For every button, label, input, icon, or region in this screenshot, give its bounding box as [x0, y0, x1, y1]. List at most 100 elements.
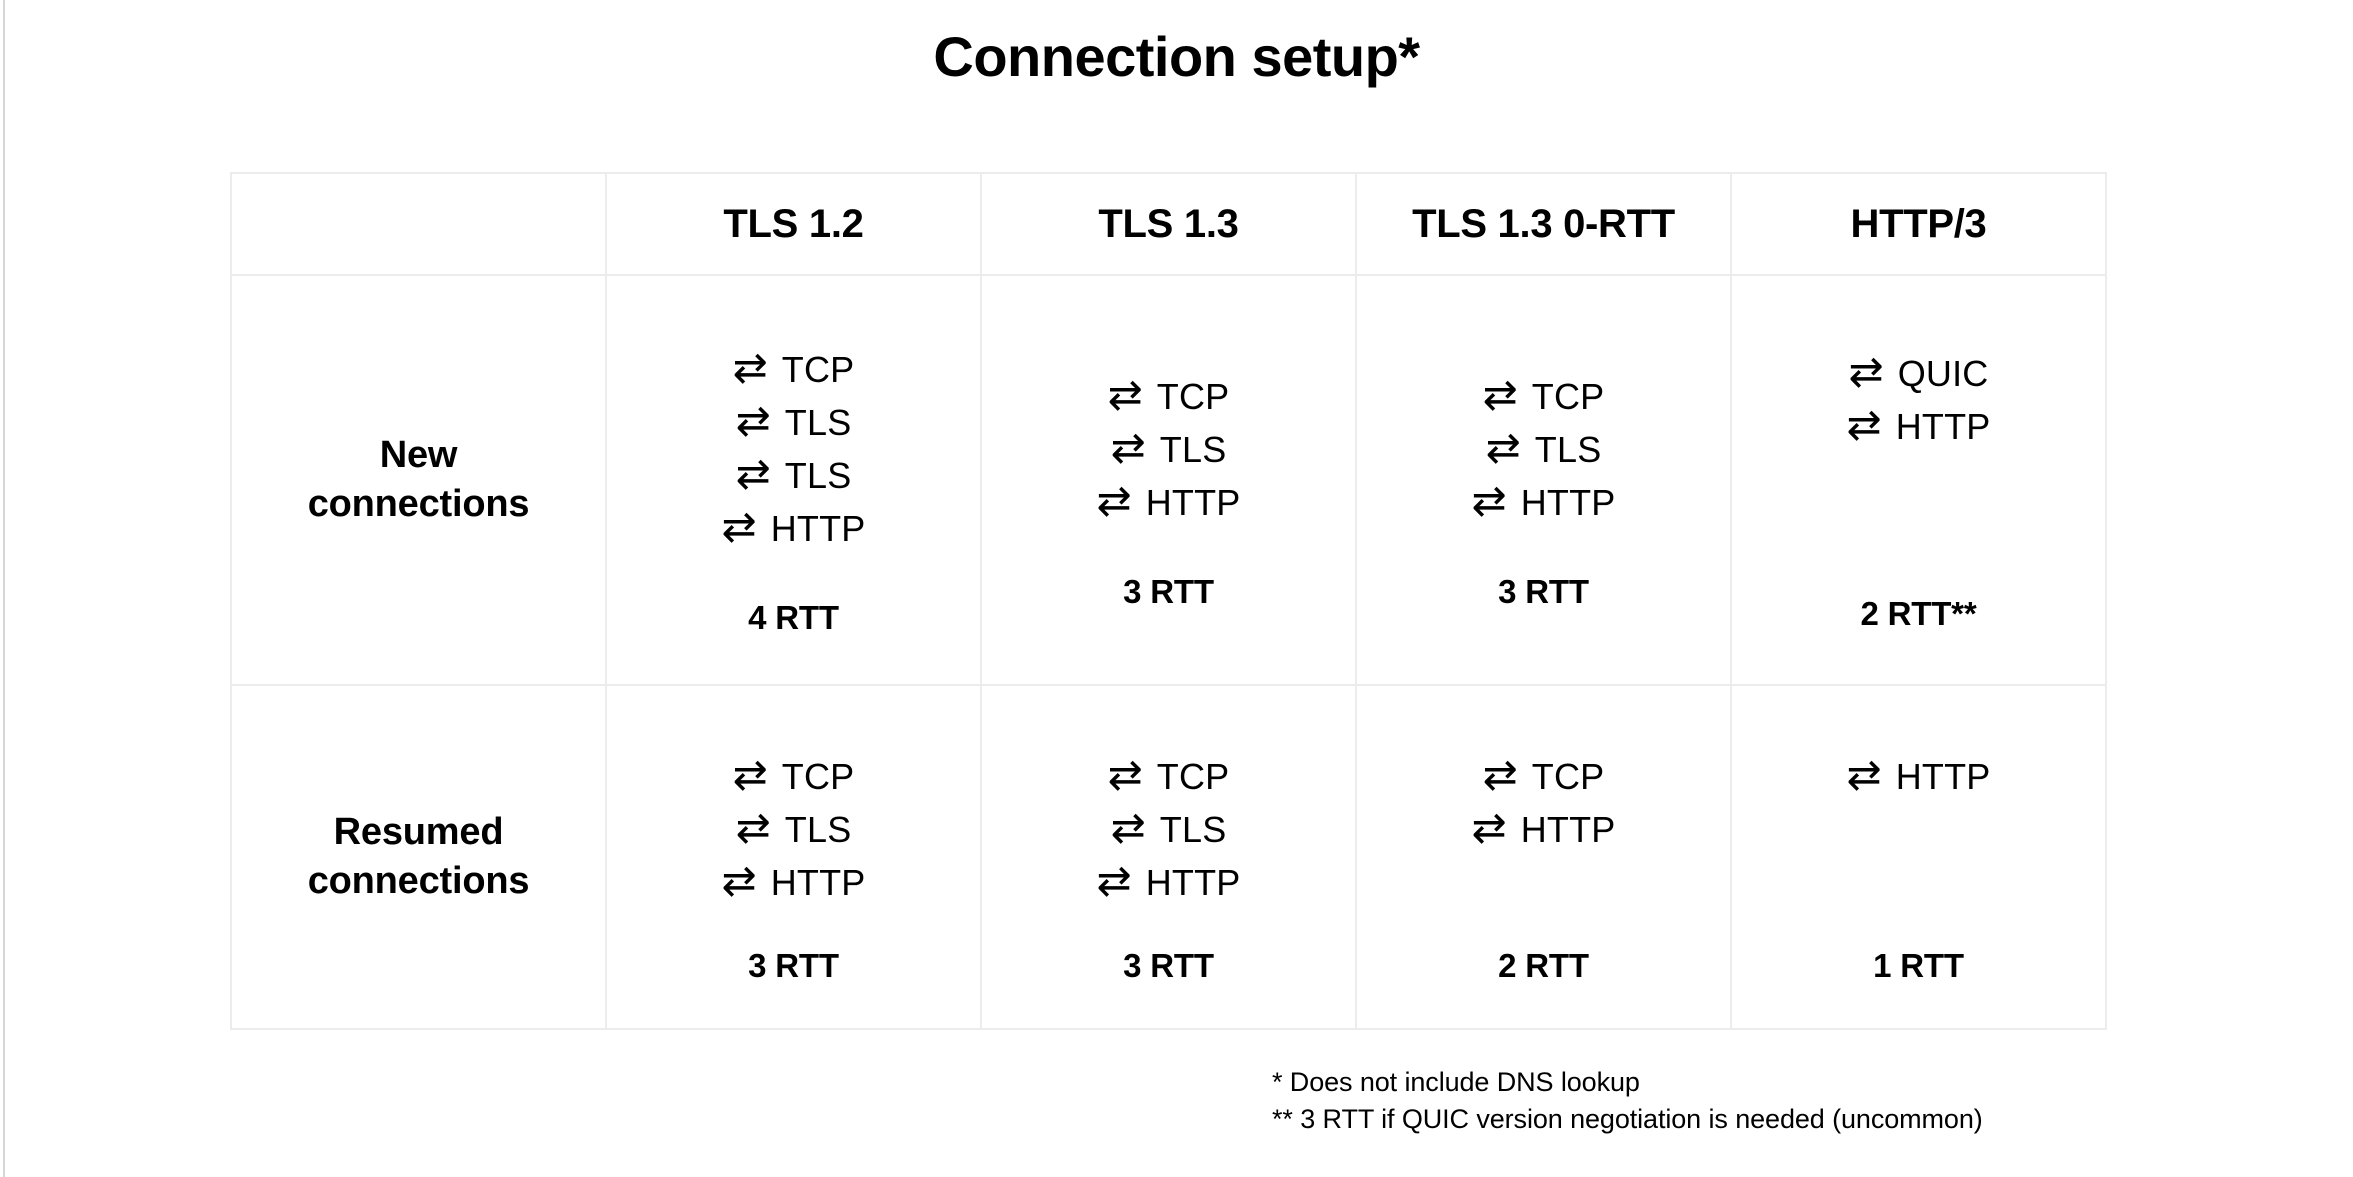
handshake-step: ⇄ TCP	[1107, 749, 1230, 799]
table-row: Resumed connections ⇄ TCP ⇄ TLS	[230, 684, 2107, 1030]
column-header-tls12: TLS 1.2	[605, 172, 982, 276]
column-header-tls13: TLS 1.3	[980, 172, 1357, 276]
rtt-total: 3 RTT	[748, 946, 839, 984]
column-header-http3: HTTP/3	[1730, 172, 2107, 276]
protocol-label: HTTP	[1520, 808, 1616, 850]
handshake-step-list: ⇄ TCP ⇄ TLS ⇄ HTTP 3 RTT	[982, 749, 1355, 985]
handshake-step: ⇄ HTTP	[1471, 802, 1616, 852]
cell-new-http3: ⇄ QUIC ⇄ HTTP 2 RTT**	[1730, 274, 2107, 686]
bidirectional-arrow-icon: ⇄	[1485, 422, 1521, 472]
handshake-step: ⇄ HTTP	[722, 506, 866, 550]
cell-resumed-tls13: ⇄ TCP ⇄ TLS ⇄ HTTP 3 RTT	[980, 684, 1357, 1030]
handshake-step-list: ⇄ QUIC ⇄ HTTP 2 RTT**	[1732, 347, 2105, 633]
page-title: Connection setup*	[933, 25, 1420, 88]
bidirectional-arrow-icon: ⇄	[1110, 802, 1146, 852]
handshake-step: ⇄ QUIC	[1848, 347, 1989, 396]
left-edge-rule	[3, 0, 5, 1177]
table-header: TLS 1.2 TLS 1.3 TLS 1.3 0-RTT HTTP/3	[230, 172, 2107, 276]
handshake-step-list: ⇄ TCP ⇄ TLS ⇄ HTTP 3 RTT	[982, 369, 1355, 611]
protocol-label: TLS	[1159, 428, 1227, 470]
protocol-label: HTTP	[1895, 406, 1991, 447]
row-header-line-2: connections	[307, 483, 530, 525]
bidirectional-arrow-icon: ⇄	[1107, 749, 1143, 799]
row-header-resumed-connections: Resumed connections	[230, 684, 607, 1030]
row-header-line-1: Resumed	[333, 811, 504, 854]
handshake-step: ⇄ TCP	[733, 753, 855, 798]
bidirectional-arrow-icon: ⇄	[1846, 749, 1882, 799]
cell-new-tls13: ⇄ TCP ⇄ TLS ⇄ HTTP 3 RTT	[980, 274, 1357, 686]
protocol-label: TLS	[1534, 428, 1602, 470]
row-header-line-1: New	[379, 434, 458, 477]
bidirectional-arrow-icon: ⇄	[735, 396, 771, 445]
bidirectional-arrow-icon: ⇄	[1107, 369, 1143, 419]
cell-resumed-tls12: ⇄ TCP ⇄ TLS ⇄ HTTP 3 RTT	[605, 684, 982, 1030]
protocol-label: QUIC	[1897, 353, 1989, 394]
bidirectional-arrow-icon: ⇄	[1846, 400, 1882, 449]
protocol-label: HTTP	[1520, 481, 1616, 523]
handshake-step: ⇄ HTTP	[1096, 475, 1241, 525]
handshake-step: ⇄ HTTP	[1846, 749, 1991, 799]
cell-resumed-tls13-0rtt: ⇄ TCP ⇄ HTTP 2 RTT	[1355, 684, 1732, 1030]
handshake-step: ⇄ TLS	[735, 396, 852, 445]
bidirectional-arrow-icon: ⇄	[1471, 802, 1507, 852]
rtt-total: 2 RTT	[1498, 946, 1589, 984]
protocol-label: HTTP	[1895, 755, 1991, 797]
handshake-step: ⇄ TLS	[1110, 422, 1227, 472]
protocol-label: TCP	[1156, 375, 1230, 417]
handshake-step: ⇄ HTTP	[1096, 855, 1241, 905]
bidirectional-arrow-icon: ⇄	[735, 802, 771, 852]
footnote-quic-version-negotiation: ** 3 RTT if QUIC version negotiation is …	[1272, 1103, 1983, 1134]
handshake-step: ⇄ HTTP	[1846, 400, 1991, 449]
protocol-label: TCP	[781, 349, 855, 390]
rtt-total: 1 RTT	[1873, 946, 1964, 984]
protocol-label: TCP	[1531, 755, 1605, 797]
protocol-label: TLS	[784, 808, 852, 850]
protocol-label: TCP	[781, 755, 855, 797]
protocol-label: TLS	[1159, 808, 1227, 850]
footnotes: * Does not include DNS lookup ** 3 RTT i…	[1272, 1064, 1983, 1137]
connection-setup-table: TLS 1.2 TLS 1.3 TLS 1.3 0-RTT HTTP/3 New…	[230, 172, 2107, 1030]
protocol-label: TCP	[1531, 375, 1605, 417]
column-header-tls13-0rtt: TLS 1.3 0-RTT	[1355, 172, 1732, 276]
handshake-step: ⇄ TLS	[735, 802, 852, 852]
handshake-step-list: ⇄ TCP ⇄ TLS ⇄ HTTP 3 RTT	[607, 753, 980, 985]
handshake-step-list: ⇄ HTTP 1 RTT	[1732, 749, 2105, 985]
table-header-row: TLS 1.2 TLS 1.3 TLS 1.3 0-RTT HTTP/3	[230, 172, 2107, 276]
handshake-step-list: ⇄ TCP ⇄ TLS ⇄ HTTP 3 RTT	[1357, 369, 1730, 611]
bidirectional-arrow-icon: ⇄	[1482, 369, 1518, 419]
protocol-label: HTTP	[770, 861, 866, 903]
handshake-step: ⇄ HTTP	[1471, 475, 1616, 525]
table-corner-cell	[230, 172, 607, 276]
bidirectional-arrow-icon: ⇄	[1096, 855, 1132, 905]
cell-new-tls13-0rtt: ⇄ TCP ⇄ TLS ⇄ HTTP 3 RTT	[1355, 274, 1732, 686]
bidirectional-arrow-icon: ⇄	[1848, 347, 1884, 396]
bidirectional-arrow-icon: ⇄	[721, 855, 757, 905]
rtt-total: 2 RTT**	[1860, 595, 1977, 632]
bidirectional-arrow-icon: ⇄	[1482, 749, 1518, 799]
handshake-step-list: ⇄ TCP ⇄ TLS ⇄ TLS ⇄ HTTP	[607, 343, 980, 637]
handshake-step: ⇄ TCP	[1107, 369, 1230, 419]
cell-resumed-http3: ⇄ HTTP 1 RTT	[1730, 684, 2107, 1030]
handshake-step: ⇄ TCP	[1482, 749, 1605, 799]
rtt-total: 3 RTT	[1123, 572, 1214, 610]
bidirectional-arrow-icon: ⇄	[735, 449, 771, 498]
handshake-step: ⇄ TCP	[732, 343, 855, 392]
protocol-label: TLS	[784, 455, 852, 496]
row-header-line-2: connections	[307, 860, 530, 902]
handshake-step: ⇄ TLS	[1110, 802, 1227, 852]
protocol-label: HTTP	[1145, 861, 1241, 903]
footnote-dns: * Does not include DNS lookup	[1272, 1067, 1640, 1097]
protocol-label: TLS	[784, 402, 852, 443]
protocol-label: TCP	[1156, 755, 1230, 797]
rtt-total: 4 RTT	[748, 599, 839, 636]
handshake-step: ⇄ HTTP	[721, 855, 866, 905]
bidirectional-arrow-icon: ⇄	[1471, 475, 1507, 525]
handshake-step: ⇄ TCP	[1482, 369, 1605, 419]
bidirectional-arrow-icon: ⇄	[1096, 475, 1132, 525]
bidirectional-arrow-icon: ⇄	[1110, 422, 1146, 472]
handshake-step: ⇄ TLS	[735, 449, 852, 498]
protocol-label: HTTP	[770, 508, 866, 549]
handshake-step: ⇄ TLS	[1485, 422, 1602, 472]
protocol-label: HTTP	[1145, 481, 1241, 523]
bidirectional-arrow-icon: ⇄	[732, 343, 768, 392]
